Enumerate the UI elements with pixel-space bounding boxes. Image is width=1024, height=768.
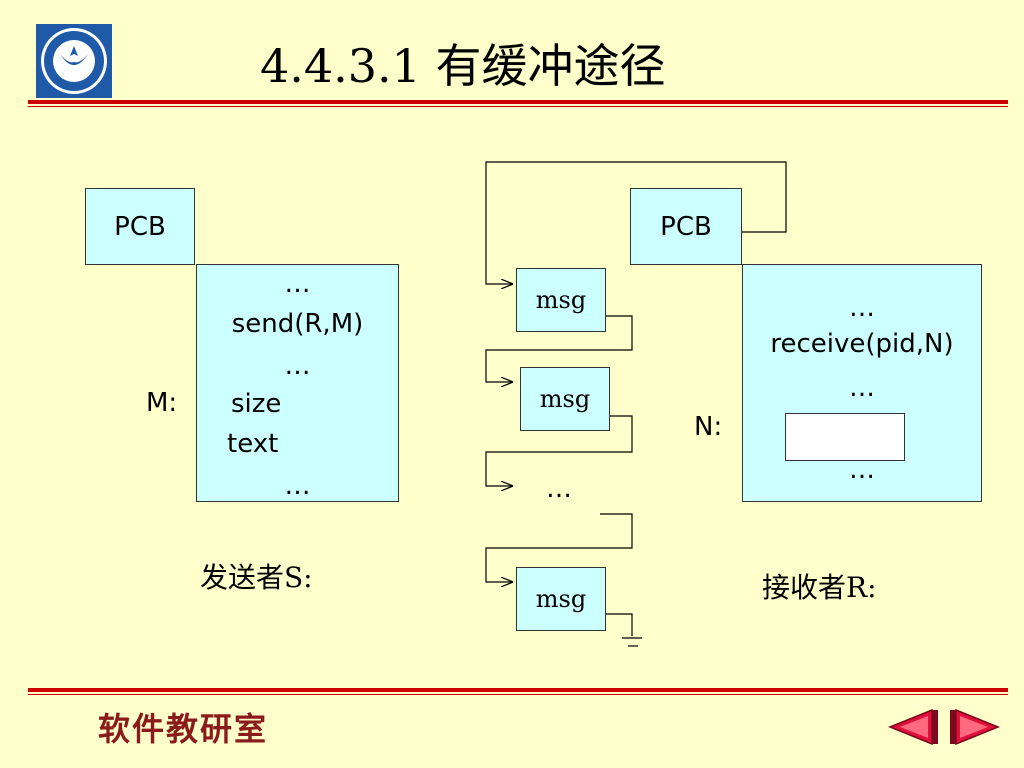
sender-caption: 发送者S:	[200, 561, 313, 594]
sender-line: …	[284, 351, 311, 381]
msg-label: msg	[535, 286, 587, 314]
sender-line: …	[284, 269, 311, 299]
receiver-line: …	[849, 293, 875, 323]
receiver-process-box: … receive(pid,N) … …	[742, 264, 982, 502]
receiver-pcb-label: PCB	[660, 211, 712, 242]
receiver-line: …	[849, 455, 875, 485]
receiver-pcb-box: PCB	[630, 188, 742, 265]
sender-m-label: M:	[146, 388, 178, 418]
msg-label: msg	[535, 585, 587, 613]
sender-process-box: … send(R,M) … size text …	[196, 264, 399, 502]
slide-title: 4.4.3.1 有缓冲途径	[260, 39, 666, 93]
next-arrow-icon[interactable]	[950, 708, 1000, 746]
msg-box: msg	[516, 567, 606, 631]
sender-pcb-label: PCB	[114, 211, 166, 242]
sender-line: …	[284, 471, 311, 501]
msg-box: msg	[520, 367, 610, 431]
msg-label: msg	[539, 385, 591, 413]
university-logo-icon	[36, 24, 112, 98]
sender-size-field: size	[231, 389, 282, 419]
sender-send-call: send(R,M)	[231, 309, 364, 339]
sender-pcb-box: PCB	[85, 188, 195, 265]
receiver-n-label: N:	[694, 412, 723, 442]
receiver-buffer-box	[785, 413, 905, 461]
bottom-divider-thin	[28, 694, 1008, 695]
receiver-line: …	[849, 373, 875, 403]
slide-navigation	[888, 708, 1000, 746]
prev-arrow-icon[interactable]	[888, 708, 938, 746]
msg-box: msg	[516, 268, 606, 332]
receiver-caption: 接收者R:	[762, 571, 877, 604]
top-divider-thin	[28, 106, 1008, 107]
footer-text: 软件教研室	[98, 710, 269, 748]
receiver-receive-call: receive(pid,N)	[770, 329, 954, 359]
top-divider	[28, 100, 1008, 104]
queue-ellipsis: …	[546, 474, 572, 504]
bottom-divider	[28, 688, 1008, 692]
sender-text-field: text	[227, 429, 279, 459]
